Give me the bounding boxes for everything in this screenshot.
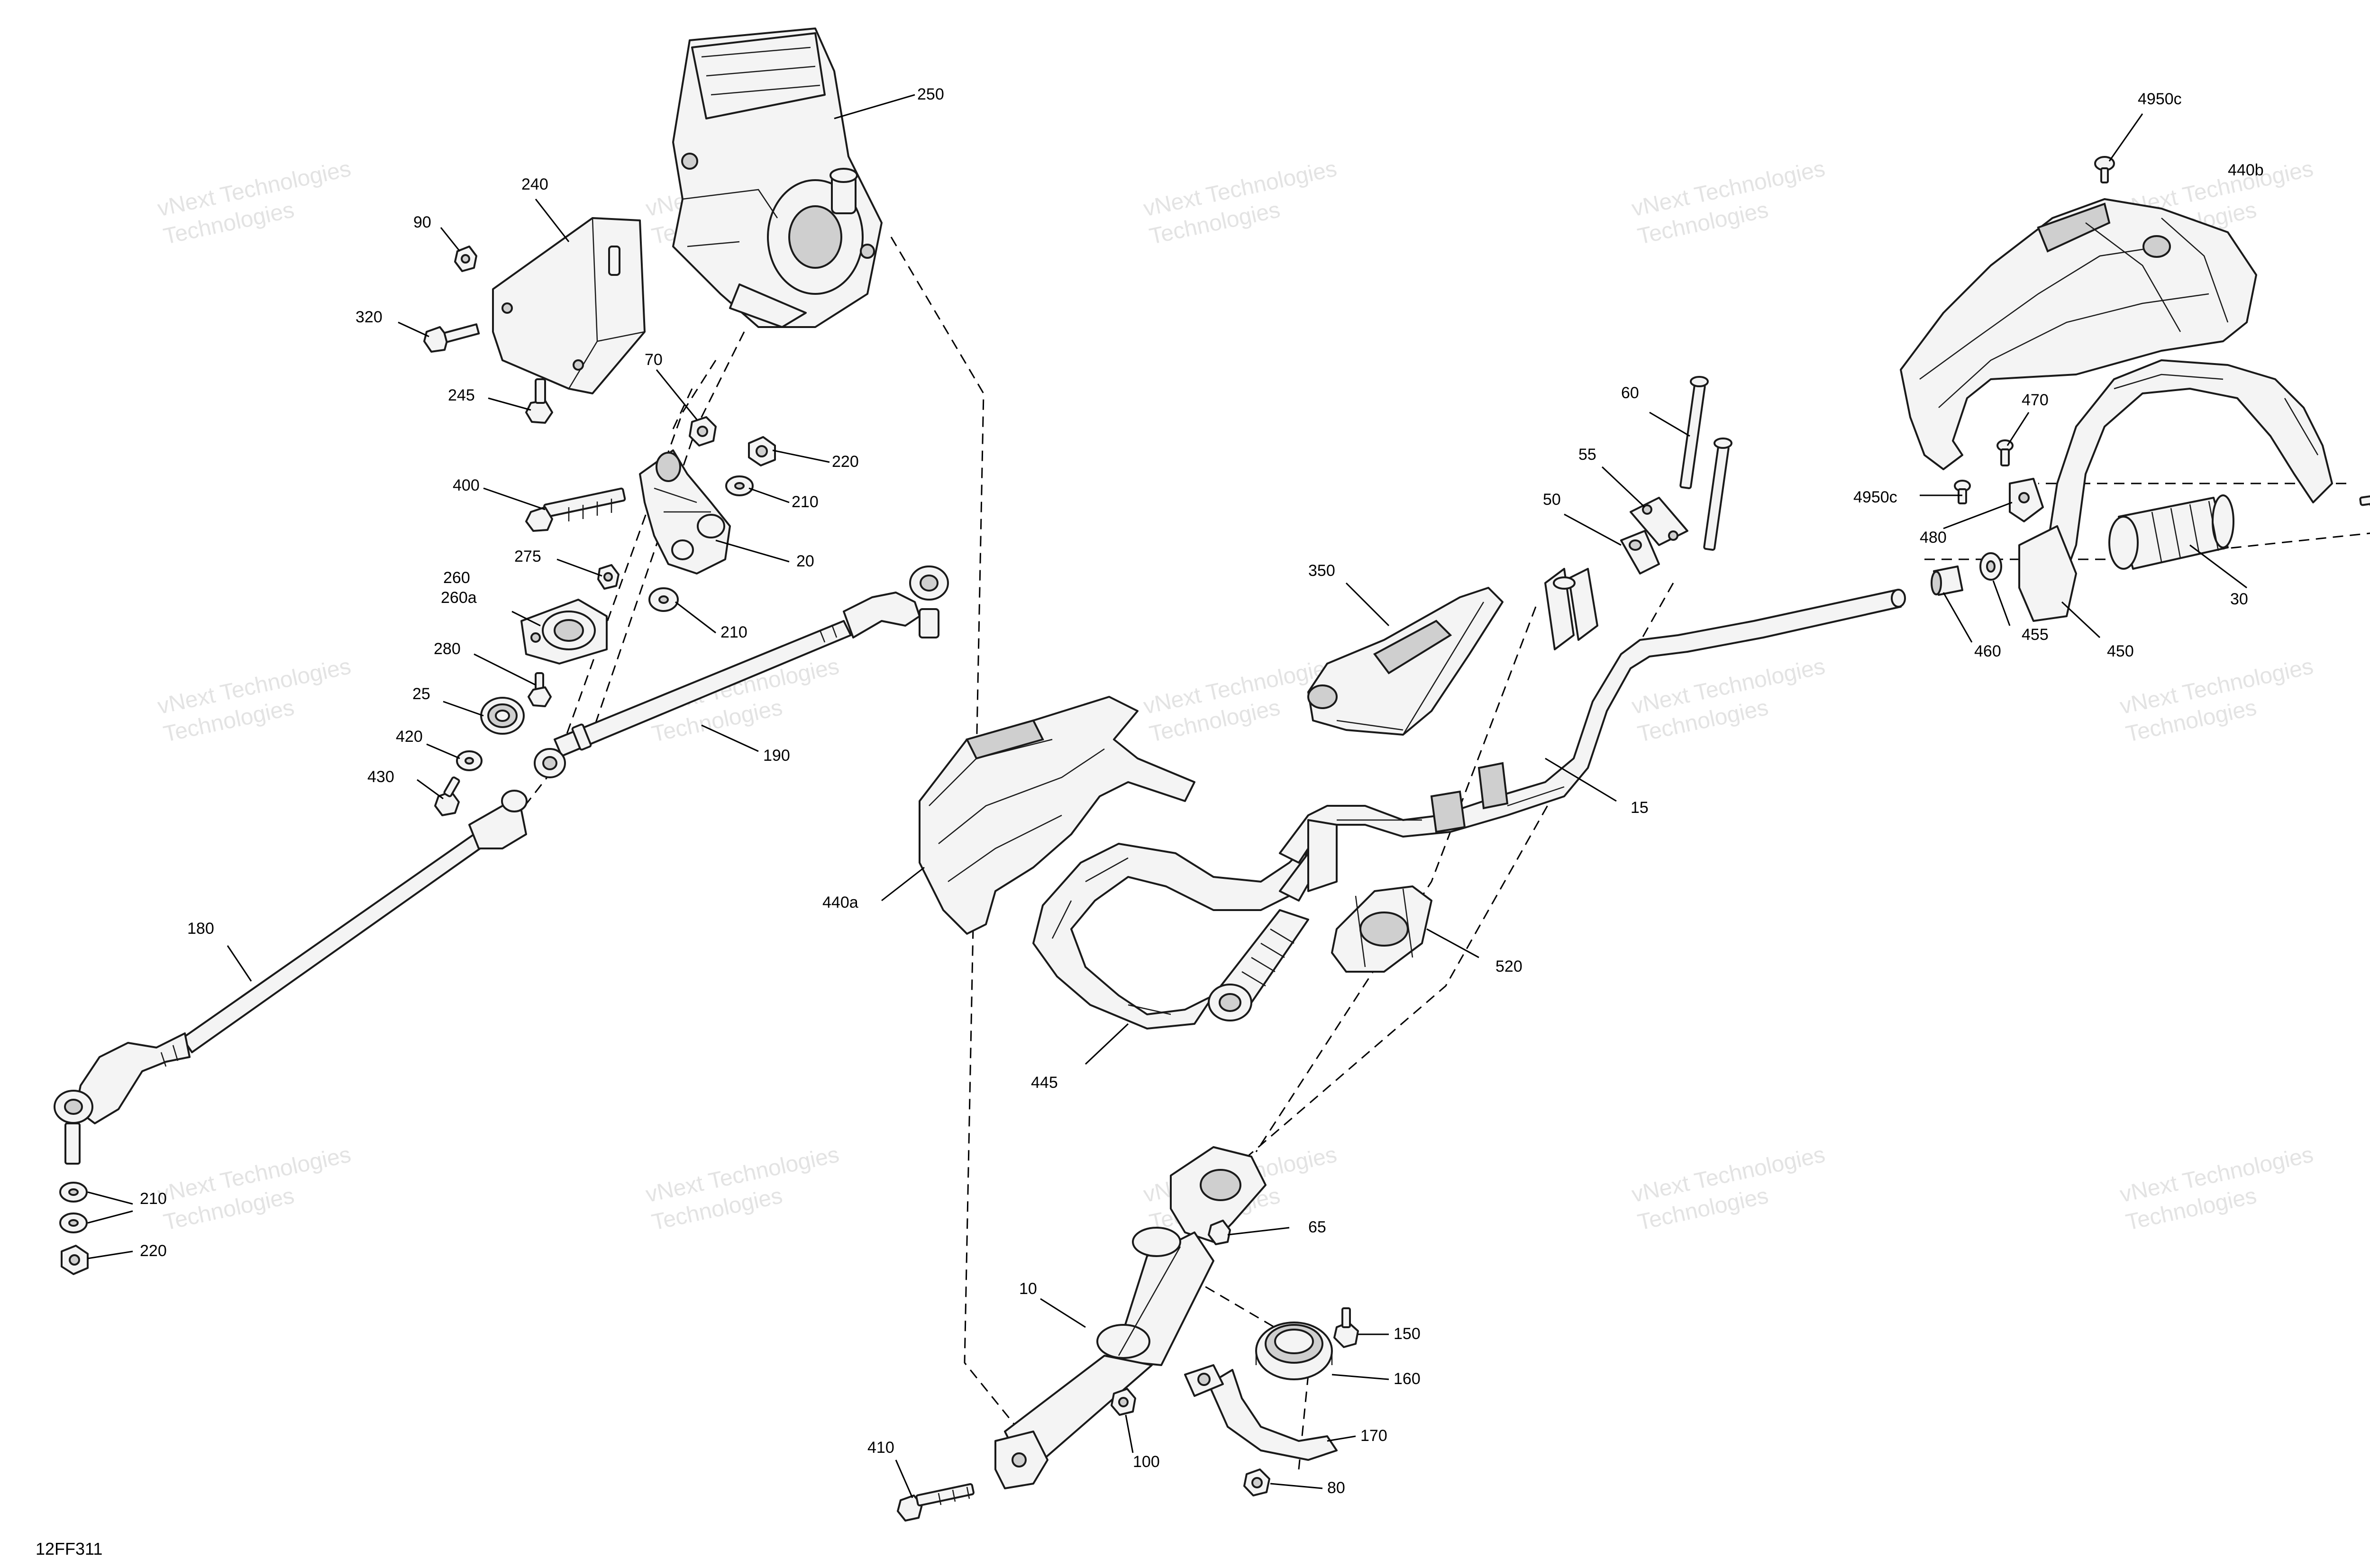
bracket-part-240: [492, 217, 646, 394]
clamp-cap-part-55: [1630, 497, 1688, 546]
callout-410: 410: [867, 1439, 894, 1457]
callout-280: 280: [434, 640, 461, 658]
bolt-part-320: [423, 323, 480, 353]
callout-15: 15: [1631, 799, 1649, 817]
screw-part-280: [528, 672, 552, 707]
handlebar-part-15: [1279, 589, 1906, 892]
callout-520: 520: [1495, 957, 1522, 975]
callout-260: 260: [443, 569, 470, 587]
callout-30: 30: [2230, 590, 2248, 608]
grip-part-30: [2108, 494, 2234, 570]
tie-rod-part-180: [54, 790, 528, 1165]
callout-55: 55: [1578, 446, 1596, 464]
steering-column-part-10: [994, 1146, 1267, 1489]
pitman-arm-part-20: [639, 449, 731, 574]
screw-part-4950c-mid: [1954, 480, 1971, 504]
bolts-part-60: [1679, 376, 1732, 551]
clamp-part-170: [1184, 1364, 1338, 1461]
handguard-deflector-part-440a: [919, 696, 1195, 935]
spacer-part-460: [1931, 565, 1963, 596]
callout-455: 455: [2022, 626, 2049, 644]
nut-part-90: [454, 246, 477, 272]
callout-450: 450: [2107, 642, 2134, 660]
callout-labels: 250 240 90 320 245 70 220 210 400 20 275…: [140, 85, 2264, 1497]
callout-430: 430: [367, 768, 394, 786]
riser-clamp-part-520: [1331, 885, 1432, 973]
bolt-part-400: [525, 487, 626, 532]
callout-80: 80: [1327, 1479, 1345, 1497]
callout-210-top: 210: [792, 493, 819, 511]
screw-part-465: [2359, 491, 2370, 506]
callout-70: 70: [645, 351, 663, 369]
callout-400: 400: [453, 476, 480, 494]
callout-160: 160: [1394, 1370, 1421, 1388]
callout-220-bottom: 220: [140, 1242, 167, 1260]
callout-260a: 260a: [441, 589, 477, 607]
washer-part-210-top: [725, 475, 754, 496]
callout-420: 420: [396, 728, 423, 746]
diagram-reference-code: 12FF311: [36, 1539, 102, 1559]
clamp-cap-part-50: [1620, 530, 1660, 574]
nut-part-65: [1208, 1220, 1231, 1245]
tie-rod-part-190: [534, 565, 949, 778]
callout-320: 320: [356, 308, 383, 326]
callout-20: 20: [796, 552, 814, 570]
callout-220-top: 220: [832, 453, 859, 471]
callout-210-bottom: 210: [140, 1190, 167, 1208]
callout-480: 480: [1920, 529, 1947, 547]
leader-lines: [87, 94, 2370, 1498]
washer-part-420: [456, 750, 483, 771]
callout-180: 180: [187, 920, 214, 938]
handlebar-pad-part-350: [1307, 587, 1504, 736]
screw-part-4950c-top: [2094, 156, 2115, 183]
nut-part-275: [597, 564, 620, 590]
callout-350: 350: [1308, 562, 1335, 580]
callout-240: 240: [521, 175, 548, 193]
callout-470: 470: [2022, 391, 2049, 409]
nut-part-70: [689, 416, 717, 447]
callout-210-mid: 210: [720, 623, 747, 641]
bearing-part-160: [1255, 1322, 1333, 1380]
handguard-deflector-part-440b: [1900, 198, 2257, 470]
callout-10: 10: [1019, 1280, 1037, 1298]
callout-90: 90: [413, 213, 431, 231]
callout-460: 460: [1974, 642, 2001, 660]
callout-440a: 440a: [822, 893, 858, 912]
callout-440b: 440b: [2228, 161, 2264, 179]
callout-250: 250: [917, 85, 944, 103]
callout-275: 275: [514, 547, 541, 565]
spacer-part-455: [1979, 552, 2002, 581]
nut-part-220-top: [748, 436, 776, 466]
washer-part-210-mid: [648, 587, 679, 612]
callout-4950c-top: 4950c: [2138, 90, 2182, 108]
bolt-part-150: [1333, 1307, 1359, 1348]
bearing-part-25: [480, 697, 525, 735]
callout-100: 100: [1133, 1453, 1160, 1471]
callout-65: 65: [1308, 1218, 1326, 1236]
callout-245: 245: [448, 386, 475, 404]
callout-4950c-mid: 4950c: [1853, 488, 1897, 506]
flange-bearing-part-260: [520, 599, 608, 665]
callout-445: 445: [1031, 1074, 1058, 1092]
nut-part-100: [1111, 1388, 1136, 1416]
callout-25: 25: [412, 685, 430, 703]
clamp-part-480: [2009, 478, 2044, 522]
riser-posts: [1544, 568, 1598, 650]
callout-150: 150: [1394, 1325, 1421, 1343]
steering-actuator-part-250: [672, 27, 883, 328]
handguard-bar-part-450: [2018, 359, 2333, 622]
callout-190: 190: [763, 747, 790, 765]
screw-part-470: [1996, 439, 2014, 466]
callout-50: 50: [1543, 491, 1561, 509]
left-grip-assembly: [1208, 852, 1319, 1021]
callout-170: 170: [1360, 1427, 1387, 1445]
washer-part-210-bottom: [59, 1182, 88, 1233]
bolt-part-410: [897, 1483, 975, 1522]
screw-part-245: [525, 378, 553, 424]
nut-part-80: [1243, 1468, 1270, 1496]
callout-60: 60: [1621, 384, 1639, 402]
nut-part-220-bottom: [61, 1245, 89, 1275]
